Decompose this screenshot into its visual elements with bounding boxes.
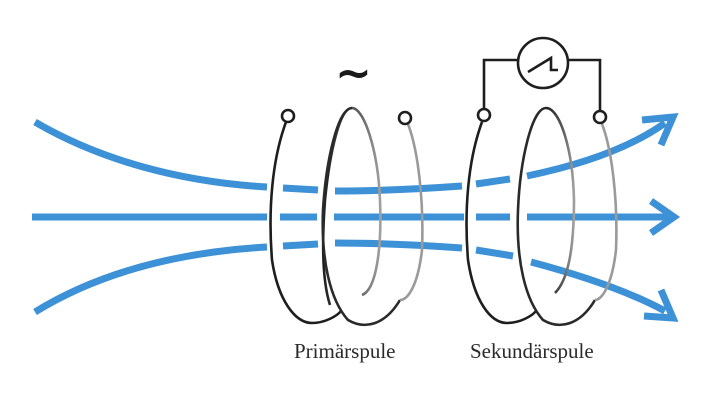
field-line-lower-inside-secondary-1 (475, 246, 514, 260)
field-line-upper-inside-primary-1 (282, 184, 319, 194)
arrowhead-lower-icon (643, 288, 679, 322)
secondary-coil-winding-second-loop (516, 106, 597, 327)
secondary-terminal-right[interactable] (592, 109, 608, 125)
field-line-lower-inside-primary-1 (282, 240, 319, 250)
secondary-coil-winding-right-lead (594, 123, 618, 302)
secondary-coil (465, 58, 618, 327)
secondary-coil-label: Sekundärspule (470, 339, 594, 363)
arrowhead-middle-icon (649, 198, 681, 236)
field-line-lower-inside-primary-2 (334, 239, 463, 252)
field-line-lower-incoming (33, 243, 268, 315)
primary-coil-label: Primärspule (294, 339, 395, 363)
field-line-upper-incoming (33, 118, 268, 191)
secondary-wire-right (568, 58, 602, 111)
primary-coil-winding-second-loop (321, 106, 402, 327)
secondary-coil-winding-front (465, 121, 538, 325)
arrowhead-upper-icon (641, 112, 679, 147)
ac-source-symbol: ~ (335, 48, 372, 99)
secondary-wire-left (482, 58, 518, 109)
primary-coil-winding-back (321, 106, 382, 306)
magnetic-field-lines (32, 112, 681, 322)
primary-coil (269, 106, 424, 327)
field-line-upper-inside-secondary-2 (526, 120, 668, 180)
field-line-upper-inside-secondary-1 (475, 175, 511, 188)
primary-coil-winding-front (269, 121, 343, 325)
oscilloscope-meter-icon (516, 36, 570, 90)
secondary-coil-winding-back (545, 106, 576, 294)
field-line-lower-inside-secondary-2 (530, 258, 667, 315)
primary-terminal-right[interactable] (397, 110, 413, 126)
secondary-terminal-left[interactable] (476, 107, 492, 123)
primary-coil-winding-right-lead (399, 123, 424, 302)
field-line-upper-inside-primary-2 (334, 182, 463, 195)
primary-terminal-left[interactable] (280, 108, 296, 124)
sawtooth-waveform-icon (527, 55, 558, 74)
